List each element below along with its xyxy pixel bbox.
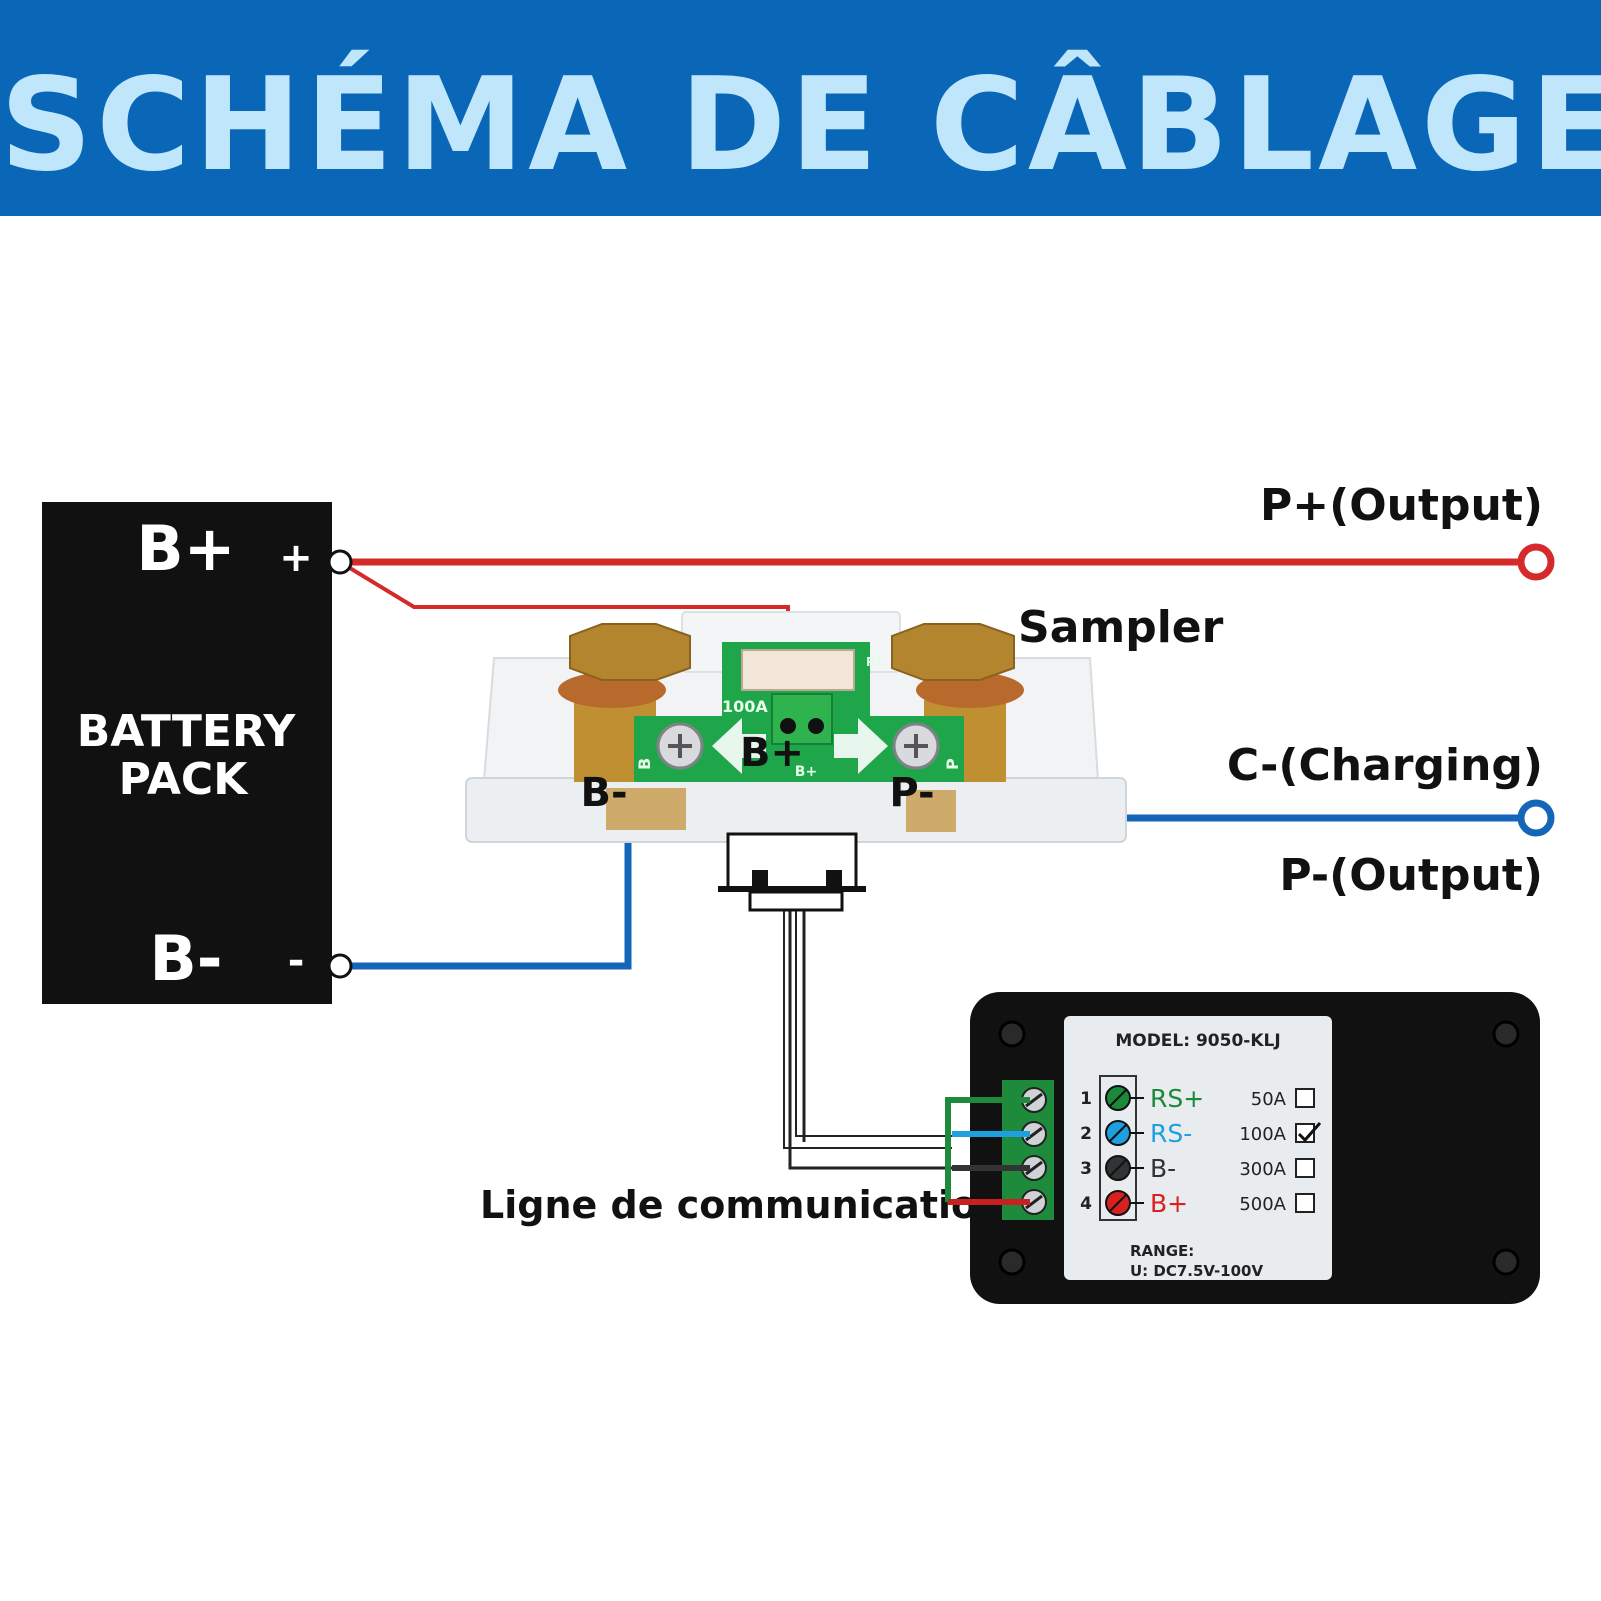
sampler-shunt: P1 100A B+ B+ B P B- P- xyxy=(465,611,1127,912)
shunt-side-left: B xyxy=(635,758,654,770)
meter-pin-slash xyxy=(1109,1089,1127,1107)
meter-pin-name: RS- xyxy=(1150,1119,1192,1148)
meter-pin-slash xyxy=(1109,1159,1127,1177)
meter-pin-name: B+ xyxy=(1150,1189,1188,1218)
meter-range-label: 50A xyxy=(1251,1089,1287,1110)
meter-pin-number: 2 xyxy=(1080,1124,1092,1144)
left-nut xyxy=(569,623,691,681)
c-minus-terminal xyxy=(1517,799,1555,837)
screw-hole-icon xyxy=(1492,1020,1520,1048)
page-title: SCHÉMA DE CÂBLAGE xyxy=(0,51,1601,200)
meter-range-value: U: DC7.5V-100V xyxy=(1130,1262,1263,1280)
communication-line-label: Ligne de communication xyxy=(480,1183,1004,1227)
meter-model: MODEL: 9050-KLJ xyxy=(1115,1031,1280,1051)
p-plus-output-label: P+(Output) xyxy=(1260,480,1543,531)
shunt-connector xyxy=(741,649,855,691)
right-nut xyxy=(891,623,1015,681)
meter-range-checkbox[interactable] xyxy=(1295,1193,1315,1213)
connector-tag: P1 xyxy=(866,655,883,669)
battery-pos-terminal xyxy=(327,549,353,575)
meter-pin-name: RS+ xyxy=(1150,1084,1204,1113)
comm-cable-outer-a xyxy=(783,910,952,1149)
meter-range-title: RANGE: xyxy=(1130,1242,1194,1260)
battery-pos-sign: + xyxy=(279,535,313,581)
screw-hole-icon xyxy=(998,1248,1026,1276)
wires xyxy=(338,558,1536,1170)
lead-rs-plus xyxy=(945,1097,1030,1202)
comm-cable-edge xyxy=(788,910,952,1170)
meter-range-label: 300A xyxy=(1239,1159,1286,1180)
meter-pin-slash xyxy=(1109,1194,1127,1212)
left-arrow-icon xyxy=(712,718,766,774)
meter-pin-number: 1 xyxy=(1080,1089,1092,1109)
meter-pin-number: 4 xyxy=(1080,1194,1092,1214)
shunt-side-right: P xyxy=(943,758,962,770)
comm-cable-inner-a xyxy=(785,910,952,1147)
battery-title-line1: BATTERY xyxy=(77,706,297,757)
screw-hole-icon xyxy=(998,1020,1026,1048)
screw-hole-icon xyxy=(1492,1248,1520,1276)
p-minus-output-label: P-(Output) xyxy=(1279,850,1543,901)
meter-pin-name: B- xyxy=(1150,1154,1176,1183)
shunt-clear-plate xyxy=(465,777,1127,843)
check-icon xyxy=(1297,1122,1322,1143)
p-plus-terminal xyxy=(1517,543,1555,581)
shunt-left-terminal: B- xyxy=(580,770,627,816)
sampler-label: Sampler xyxy=(1018,602,1224,653)
meter-range-label: 500A xyxy=(1239,1194,1286,1215)
meter-range-checkbox[interactable] xyxy=(1295,1158,1315,1178)
meter-pin-list: 1 RS+ 50A 2 RS- 100A 3 B- 300A 4 B+ 500A xyxy=(1080,1084,1322,1218)
shunt-center-small: B+ xyxy=(795,764,817,780)
battery-neg-terminal xyxy=(327,953,353,979)
battery-pack: B+ + BATTERY PACK B- - xyxy=(42,502,332,1004)
shunt-rating: 100A xyxy=(722,697,768,716)
battery-pos-label: B+ xyxy=(136,512,235,585)
comm-leads xyxy=(945,1097,1030,1205)
meter-pin-number: 3 xyxy=(1080,1159,1092,1179)
meter-pin-slash xyxy=(1109,1124,1127,1142)
shunt-right-terminal: P- xyxy=(889,770,934,816)
battery-title-line2: PACK xyxy=(119,754,250,805)
battery-body xyxy=(42,502,332,1004)
shunt-center-terminal: B+ xyxy=(740,730,804,776)
meter-range-label: 100A xyxy=(1239,1124,1286,1145)
header-banner: SCHÉMA DE CÂBLAGE xyxy=(0,0,1601,216)
right-arrow-icon xyxy=(834,718,888,774)
c-minus-charging-label: C-(Charging) xyxy=(1227,740,1543,791)
meter-label-sticker xyxy=(1064,1016,1332,1280)
meter-range-checkbox[interactable] xyxy=(1295,1088,1315,1108)
battery-neg-sign: - xyxy=(288,938,305,984)
shunt-terminal-block xyxy=(771,693,833,745)
battery-neg-label: B- xyxy=(150,922,223,995)
wire-b-minus xyxy=(340,808,632,970)
